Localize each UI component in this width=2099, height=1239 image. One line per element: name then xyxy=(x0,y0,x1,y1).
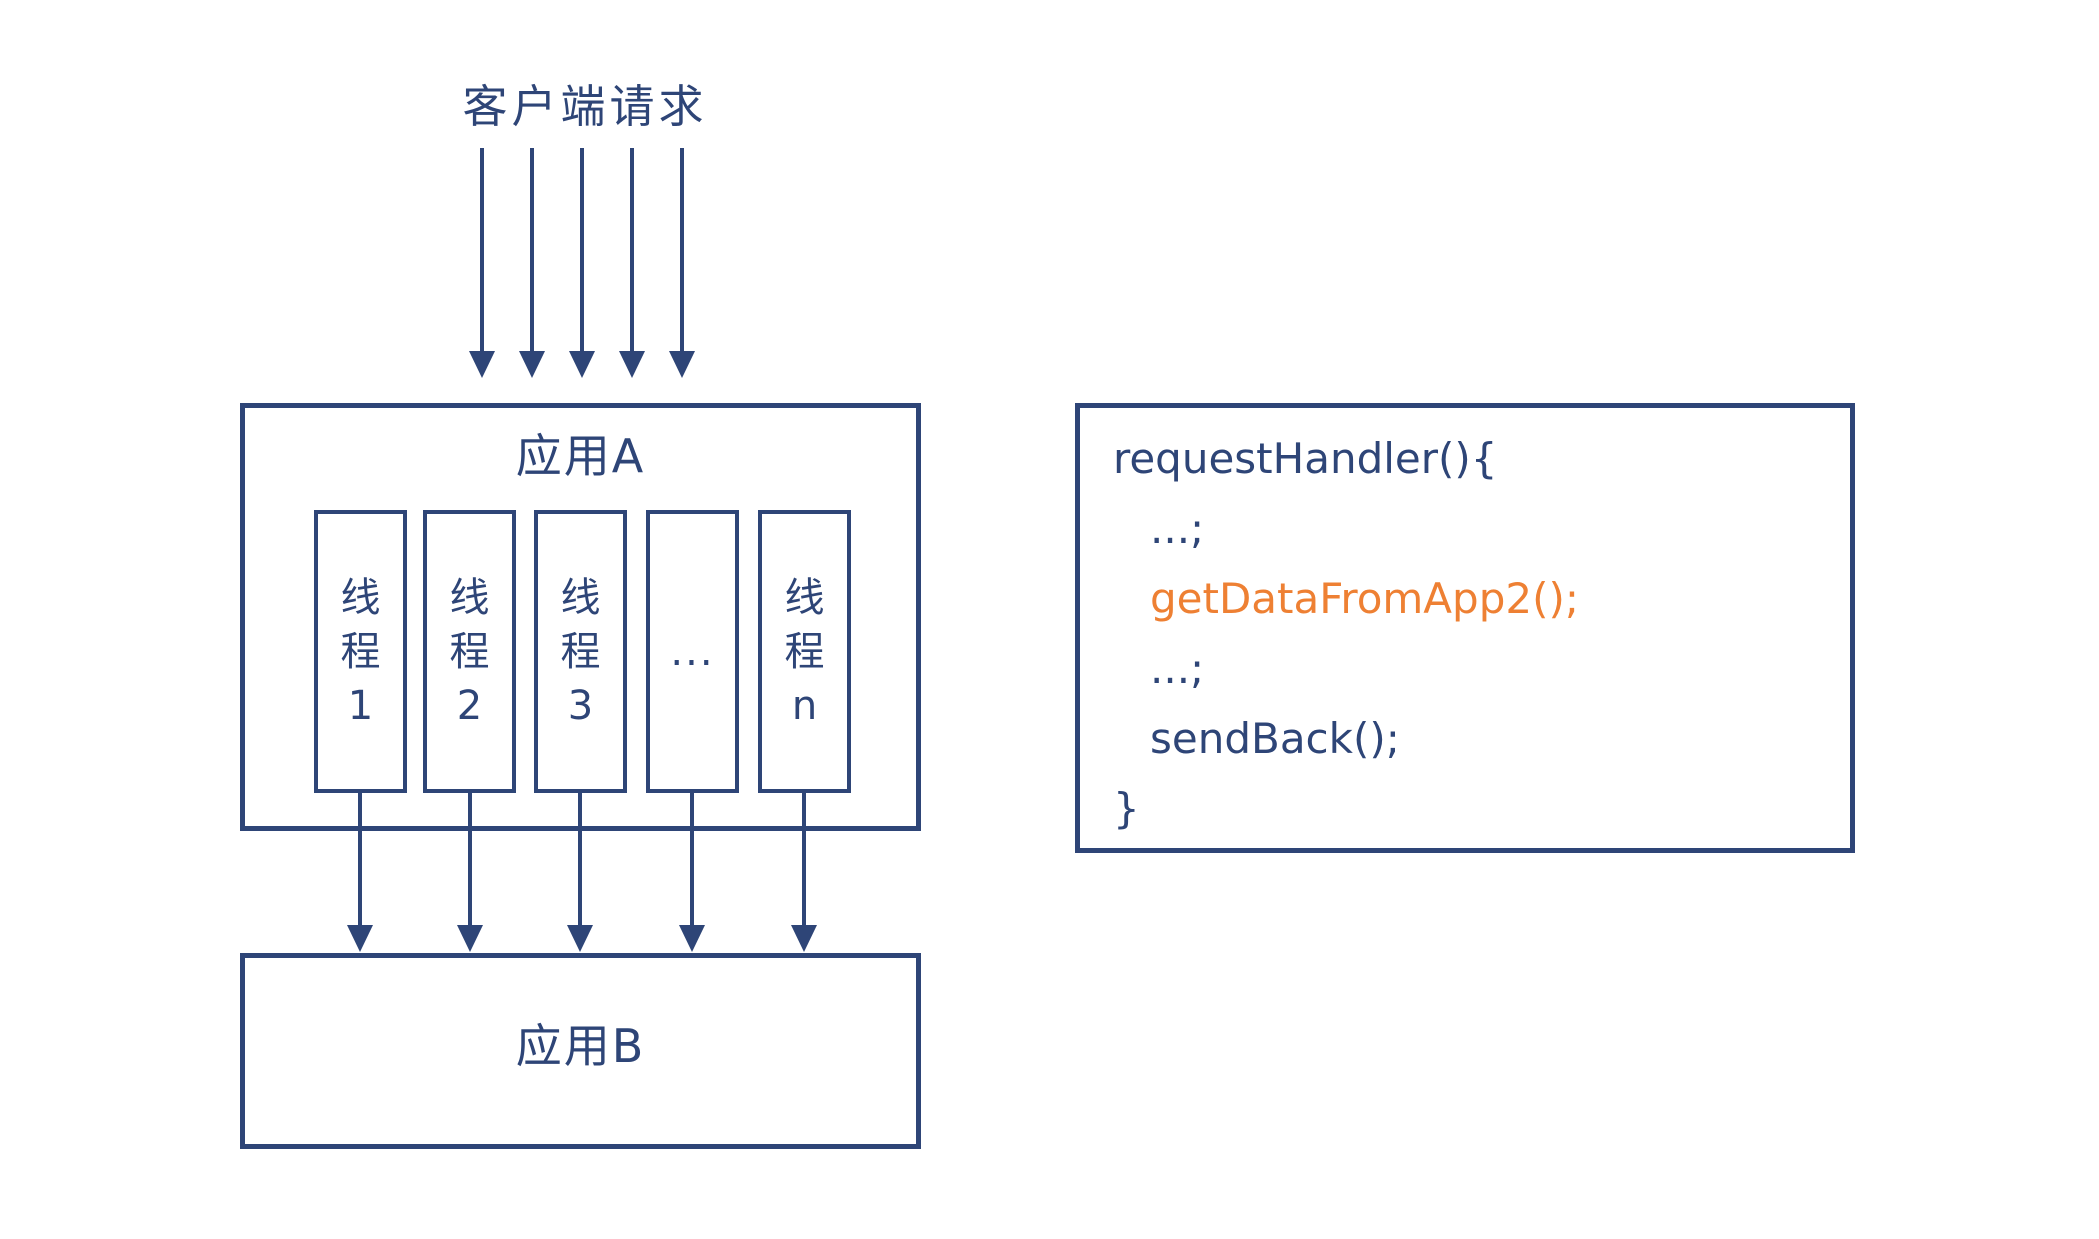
arrow-shaft xyxy=(580,148,584,354)
thread-label: 3 xyxy=(567,682,594,729)
code-line-5: sendBack(); xyxy=(1150,714,1400,763)
client-requests-label: 客户端请求 xyxy=(462,80,708,133)
client-request-arrow-3 xyxy=(569,148,595,378)
thread-box-n: 线 程 n xyxy=(758,510,851,793)
arrow-shaft xyxy=(802,791,806,931)
thread-label: 程 xyxy=(560,628,601,675)
arrow-head-icon xyxy=(469,351,495,378)
code-box: requestHandler(){ ...; getDataFromApp2()… xyxy=(1075,403,1855,853)
code-line-3: getDataFromApp2(); xyxy=(1150,574,1580,623)
thread-arrow-5 xyxy=(791,791,817,952)
thread-arrow-4 xyxy=(679,791,705,952)
arrow-shaft xyxy=(630,148,634,354)
client-request-arrow-1 xyxy=(469,148,495,378)
client-request-arrow-2 xyxy=(519,148,545,378)
arrow-shaft xyxy=(530,148,534,354)
arrow-shaft xyxy=(680,148,684,354)
arrow-shaft xyxy=(480,148,484,354)
thread-label: 程 xyxy=(784,628,825,675)
thread-arrow-3 xyxy=(567,791,593,952)
client-request-arrow-4 xyxy=(619,148,645,378)
thread-arrow-1 xyxy=(347,791,373,952)
code-line-6: } xyxy=(1113,784,1140,833)
arrow-head-icon xyxy=(669,351,695,378)
thread-box-2: 线 程 2 xyxy=(423,510,516,793)
arrow-shaft xyxy=(468,791,472,931)
arrow-head-icon xyxy=(567,925,593,952)
arrow-head-icon xyxy=(619,351,645,378)
arrow-head-icon xyxy=(679,925,705,952)
thread-label: 程 xyxy=(340,628,381,675)
thread-label: 1 xyxy=(347,682,374,729)
arrow-head-icon xyxy=(519,351,545,378)
arrow-head-icon xyxy=(569,351,595,378)
thread-arrow-2 xyxy=(457,791,483,952)
thread-box-3: 线 程 3 xyxy=(534,510,627,793)
arrow-head-icon xyxy=(457,925,483,952)
code-line-2: ...; xyxy=(1150,504,1205,553)
thread-box-ellipsis: ... xyxy=(646,510,739,793)
code-line-1: requestHandler(){ xyxy=(1113,434,1498,483)
app-a-label: 应用A xyxy=(515,429,646,483)
thread-label: n xyxy=(791,682,818,729)
arrow-shaft xyxy=(578,791,582,931)
thread-label: 线 xyxy=(784,574,825,621)
thread-label: 2 xyxy=(456,682,483,729)
code-line-4: ...; xyxy=(1150,644,1205,693)
arrow-head-icon xyxy=(347,925,373,952)
app-b-box: 应用B xyxy=(240,953,921,1149)
app-b-label: 应用B xyxy=(515,1019,646,1073)
thread-label: 程 xyxy=(449,628,490,675)
arrow-shaft xyxy=(358,791,362,931)
client-request-arrow-5 xyxy=(669,148,695,378)
thread-label: 线 xyxy=(340,574,381,621)
thread-label: 线 xyxy=(560,574,601,621)
arrow-head-icon xyxy=(791,925,817,952)
ellipsis-label: ... xyxy=(670,628,715,675)
thread-label: 线 xyxy=(449,574,490,621)
arrow-shaft xyxy=(690,791,694,931)
thread-box-1: 线 程 1 xyxy=(314,510,407,793)
